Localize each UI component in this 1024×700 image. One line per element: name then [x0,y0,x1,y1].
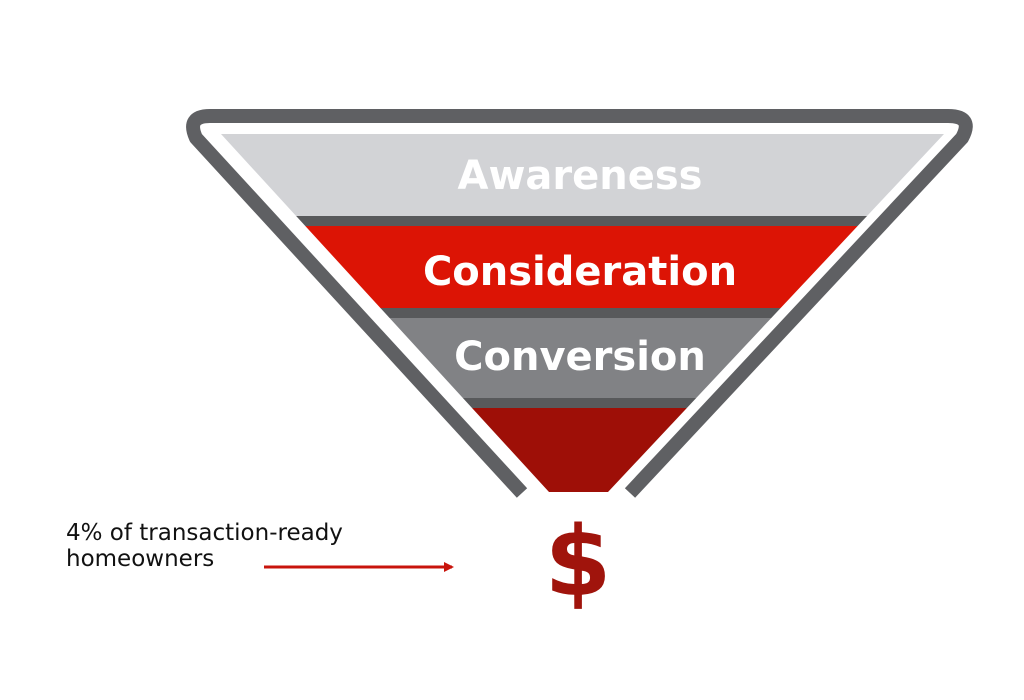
stage-label-consideration: Consideration [423,249,737,295]
stage-band-final [221,408,944,492]
annotation-line-1: 4% of transaction-ready [66,520,343,546]
funnel-outline [186,109,973,498]
stage-label-conversion: Conversion [454,334,706,380]
stage-divider [221,216,944,226]
dollar-sign-icon: $ [545,506,612,618]
stage-band-awareness [221,134,944,216]
annotation-text: 4% of transaction-ready homeowners [66,520,396,572]
stage-divider [221,398,944,408]
stage-label-awareness: Awareness [458,153,703,199]
annotation-line-2: homeowners [66,546,215,572]
stage-divider [221,308,944,318]
